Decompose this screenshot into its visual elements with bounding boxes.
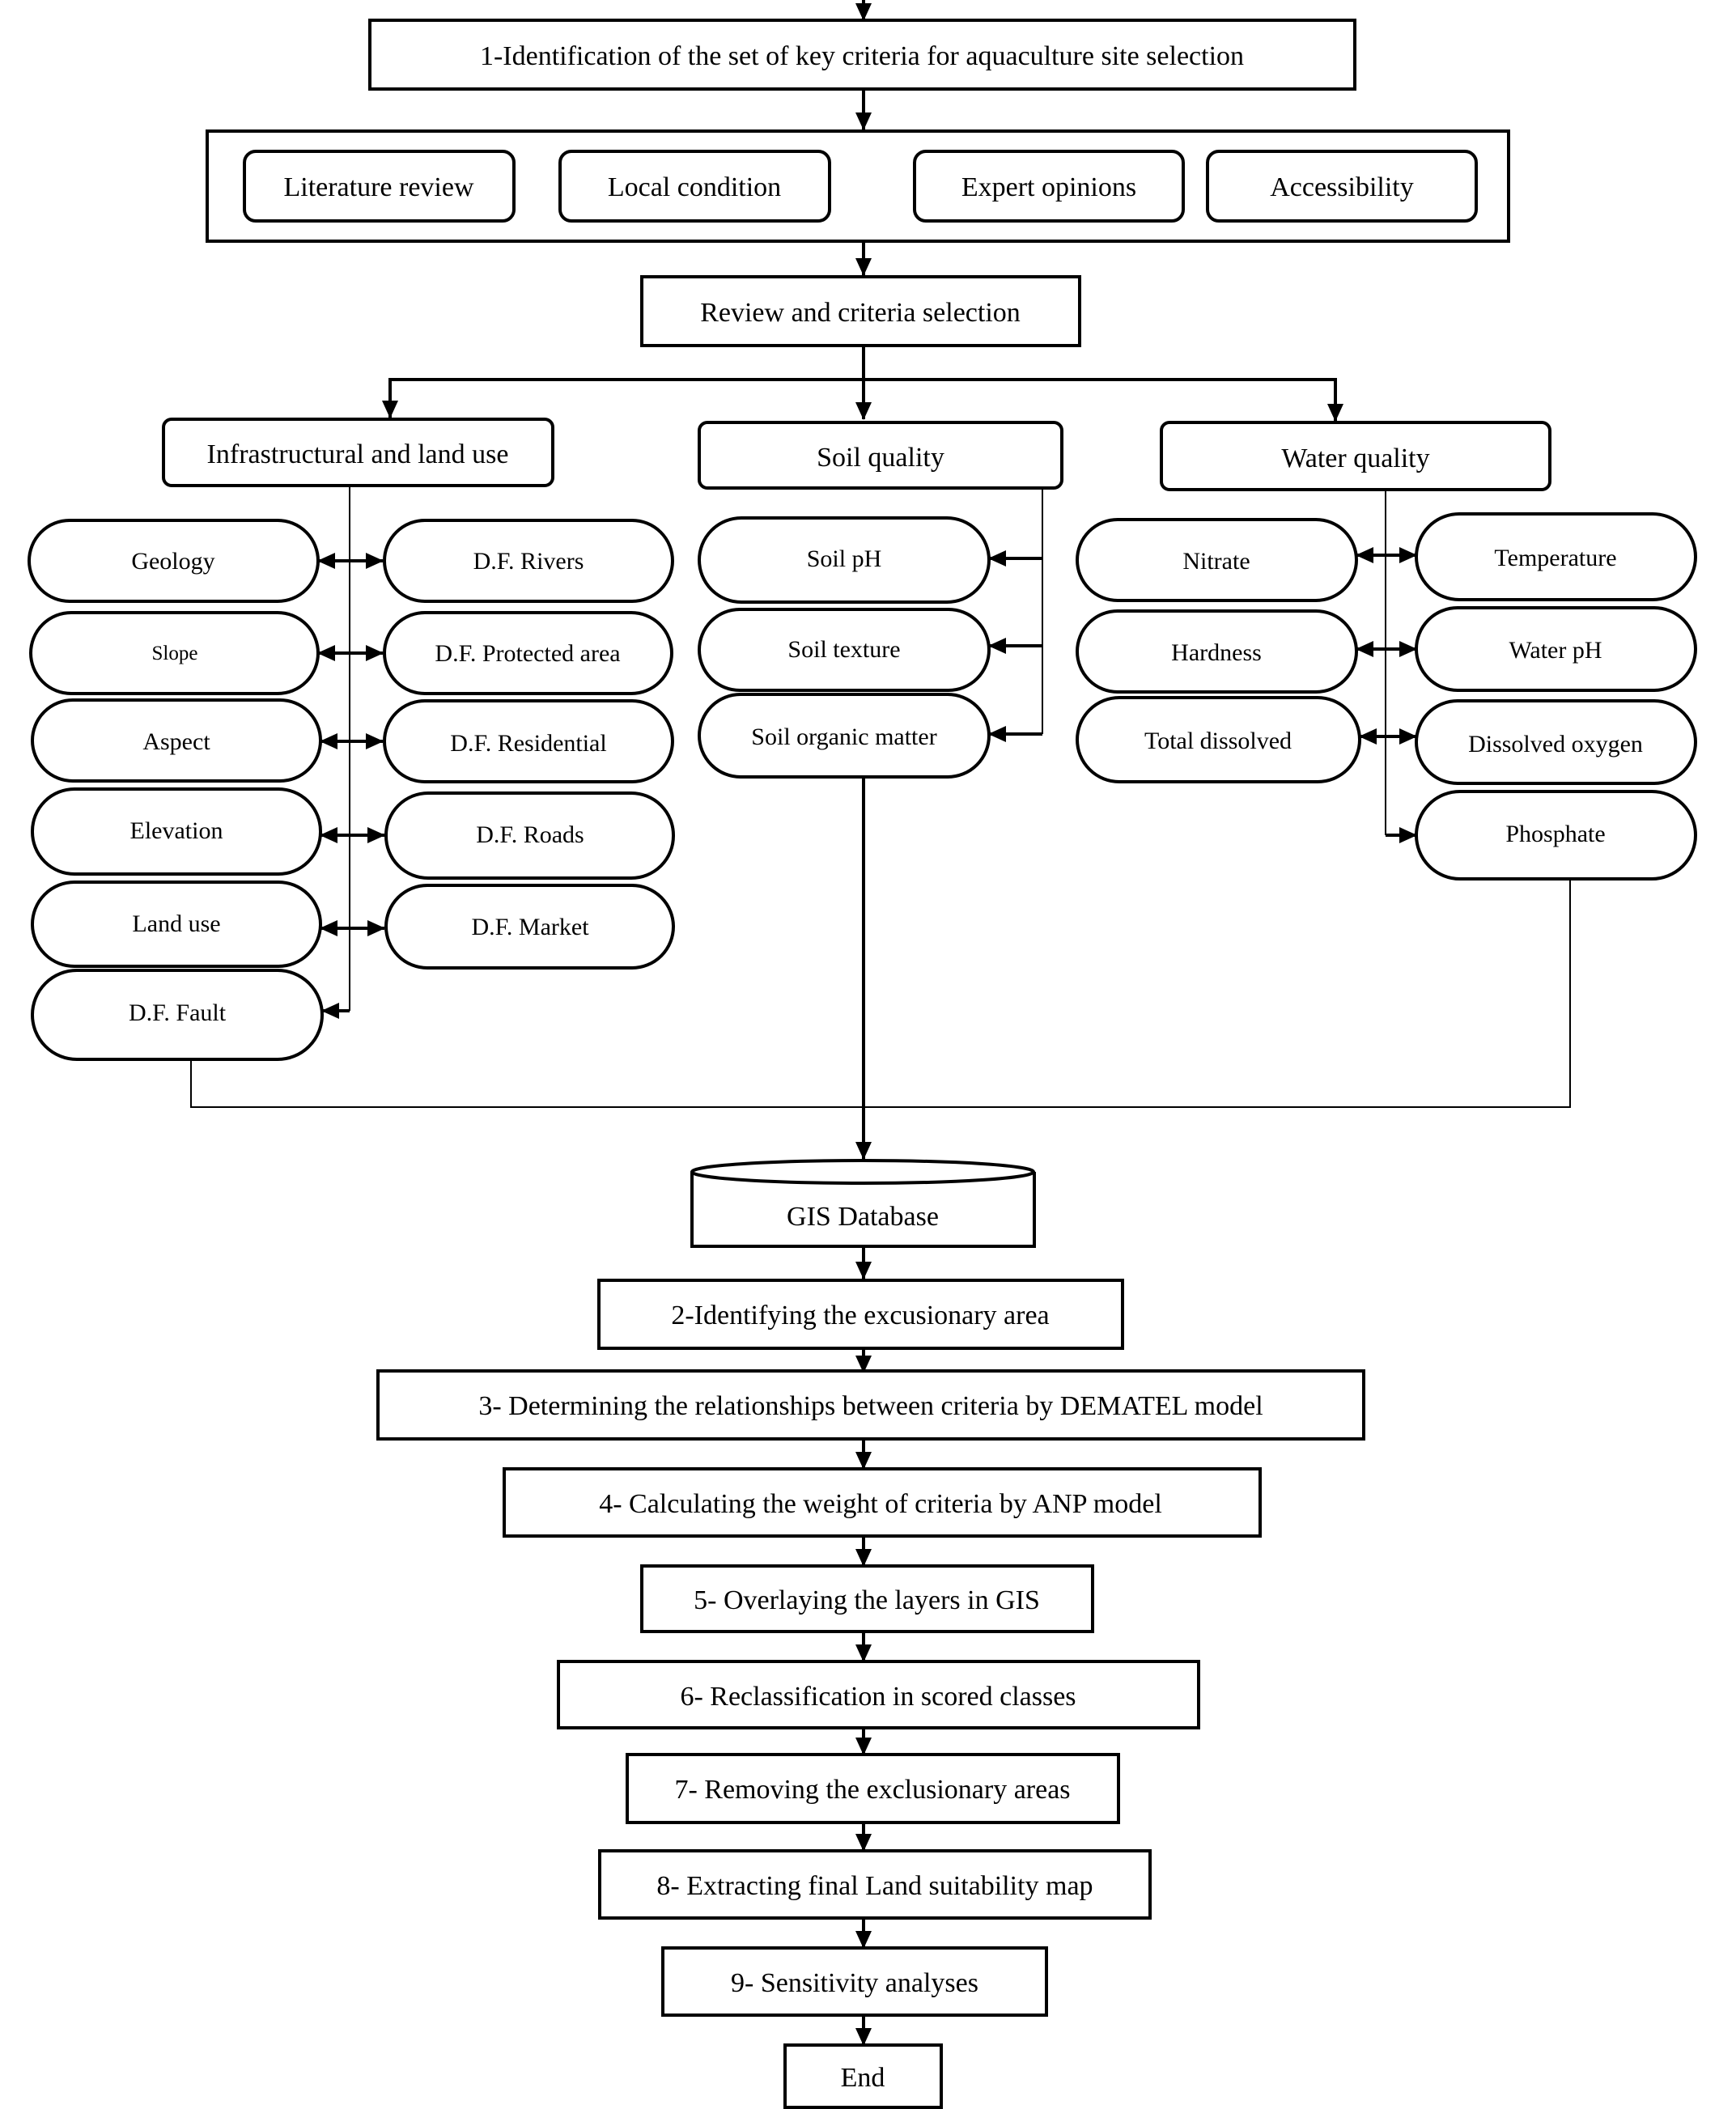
gis-database-cylinder: GIS Database — [690, 1159, 1036, 1248]
review-box: Review and criteria selection — [640, 275, 1081, 347]
source-access: Accessibility — [1206, 150, 1478, 223]
criterion-phosphate-text: Phosphate — [1505, 821, 1605, 847]
criterion-df-market: D.F. Market — [384, 884, 675, 970]
criterion-df-residential: D.F. Residential — [383, 699, 674, 783]
group-water: Water quality — [1160, 421, 1551, 491]
end-box: End — [783, 2043, 943, 2109]
step-2-text: 2-Identifying the excusionary area — [671, 1301, 1049, 1330]
criterion-geology: Geology — [28, 519, 320, 603]
group-soil: Soil quality — [698, 421, 1063, 490]
step-3-text: 3- Determining the relationships between… — [478, 1391, 1263, 1421]
step-7-box: 7- Removing the exclusionary areas — [626, 1753, 1120, 1824]
review-text: Review and criteria selection — [700, 298, 1021, 328]
criterion-temperature: Temperature — [1415, 512, 1697, 601]
criterion-temperature-text: Temperature — [1494, 545, 1616, 571]
group-water-text: Water quality — [1281, 443, 1429, 473]
step-5-text: 5- Overlaying the layers in GIS — [694, 1585, 1040, 1615]
source-literature-text: Literature review — [283, 172, 473, 202]
criterion-elevation-text: Elevation — [130, 817, 223, 844]
criterion-phosphate: Phosphate — [1415, 790, 1697, 881]
criterion-df-rivers: D.F. Rivers — [383, 519, 674, 603]
criterion-soil-ph: Soil pH — [698, 516, 991, 604]
step-7-text: 7- Removing the exclusionary areas — [674, 1775, 1070, 1805]
criterion-nitrate-text: Nitrate — [1182, 548, 1250, 575]
criterion-soil-texture: Soil texture — [698, 608, 991, 692]
step-8-box: 8- Extracting final Land suitability map — [598, 1849, 1152, 1920]
criterion-total-dissolved-text: Total dissolved — [1144, 728, 1292, 754]
criterion-land-use: Land use — [31, 881, 322, 968]
group-infra: Infrastructural and land use — [162, 418, 554, 487]
source-expert: Expert opinions — [913, 150, 1185, 223]
step-1-box: 1-Identification of the set of key crite… — [368, 19, 1356, 91]
collect-line-left — [190, 880, 1571, 1108]
group-infra-text: Infrastructural and land use — [207, 439, 509, 469]
criterion-df-residential-text: D.F. Residential — [450, 730, 606, 757]
criterion-soil-texture-text: Soil texture — [787, 636, 900, 663]
criterion-df-rivers-text: D.F. Rivers — [473, 548, 584, 575]
step-4-box: 4- Calculating the weight of criteria by… — [503, 1467, 1262, 1538]
step-4-text: 4- Calculating the weight of criteria by… — [599, 1489, 1162, 1519]
criterion-df-protected-text: D.F. Protected area — [435, 640, 620, 667]
branch-line-right — [864, 378, 1343, 422]
criterion-aspect: Aspect — [31, 698, 322, 783]
criterion-dissolved-oxygen-text: Dissolved oxygen — [1468, 731, 1643, 757]
criterion-slope-text: Slope — [152, 643, 198, 664]
source-access-text: Accessibility — [1270, 172, 1414, 202]
step-3-box: 3- Determining the relationships between… — [376, 1369, 1365, 1441]
criterion-hardness: Hardness — [1076, 609, 1358, 694]
branch-line — [382, 378, 864, 418]
criterion-df-fault: D.F. Fault — [31, 969, 324, 1061]
source-literature: Literature review — [243, 150, 516, 223]
criterion-geology-text: Geology — [131, 548, 214, 575]
step-9-box: 9- Sensitivity analyses — [661, 1946, 1048, 2017]
criterion-nitrate: Nitrate — [1076, 518, 1358, 602]
criterion-dissolved-oxygen: Dissolved oxygen — [1415, 699, 1697, 785]
criterion-soil-ph-text: Soil pH — [807, 545, 882, 572]
group-soil-text: Soil quality — [817, 443, 944, 473]
step-1-text: 1-Identification of the set of key crite… — [480, 41, 1244, 71]
criterion-soil-organic-matter: Soil organic matter — [698, 693, 991, 779]
step-8-text: 8- Extracting final Land suitability map — [656, 1871, 1093, 1901]
criterion-water-ph: Water pH — [1415, 606, 1697, 692]
criterion-total-dissolved: Total dissolved — [1076, 696, 1361, 783]
criterion-hardness-text: Hardness — [1171, 639, 1262, 666]
step-5-box: 5- Overlaying the layers in GIS — [640, 1564, 1094, 1633]
step-6-text: 6- Reclassification in scored classes — [680, 1682, 1076, 1712]
criterion-df-protected-area: D.F. Protected area — [383, 611, 673, 695]
criterion-water-ph-text: Water pH — [1509, 637, 1602, 664]
criterion-aspect-text: Aspect — [142, 728, 210, 755]
criterion-df-roads: D.F. Roads — [384, 791, 675, 880]
criterion-elevation: Elevation — [31, 787, 322, 876]
source-local-text: Local condition — [608, 172, 781, 202]
source-local: Local condition — [558, 150, 831, 223]
criterion-df-roads-text: D.F. Roads — [476, 821, 584, 848]
source-expert-text: Expert opinions — [961, 172, 1136, 202]
criterion-df-fault-text: D.F. Fault — [129, 999, 227, 1026]
criterion-slope: Slope — [29, 611, 320, 695]
criterion-land-use-text: Land use — [132, 910, 220, 937]
step-6-box: 6- Reclassification in scored classes — [557, 1660, 1200, 1729]
step-2-box: 2-Identifying the excusionary area — [597, 1279, 1124, 1350]
criterion-df-market-text: D.F. Market — [471, 914, 589, 940]
step-9-text: 9- Sensitivity analyses — [731, 1968, 978, 1998]
criterion-soil-om-text: Soil organic matter — [751, 724, 936, 750]
gis-database-text: GIS Database — [787, 1202, 939, 1232]
end-text: End — [841, 2063, 885, 2093]
